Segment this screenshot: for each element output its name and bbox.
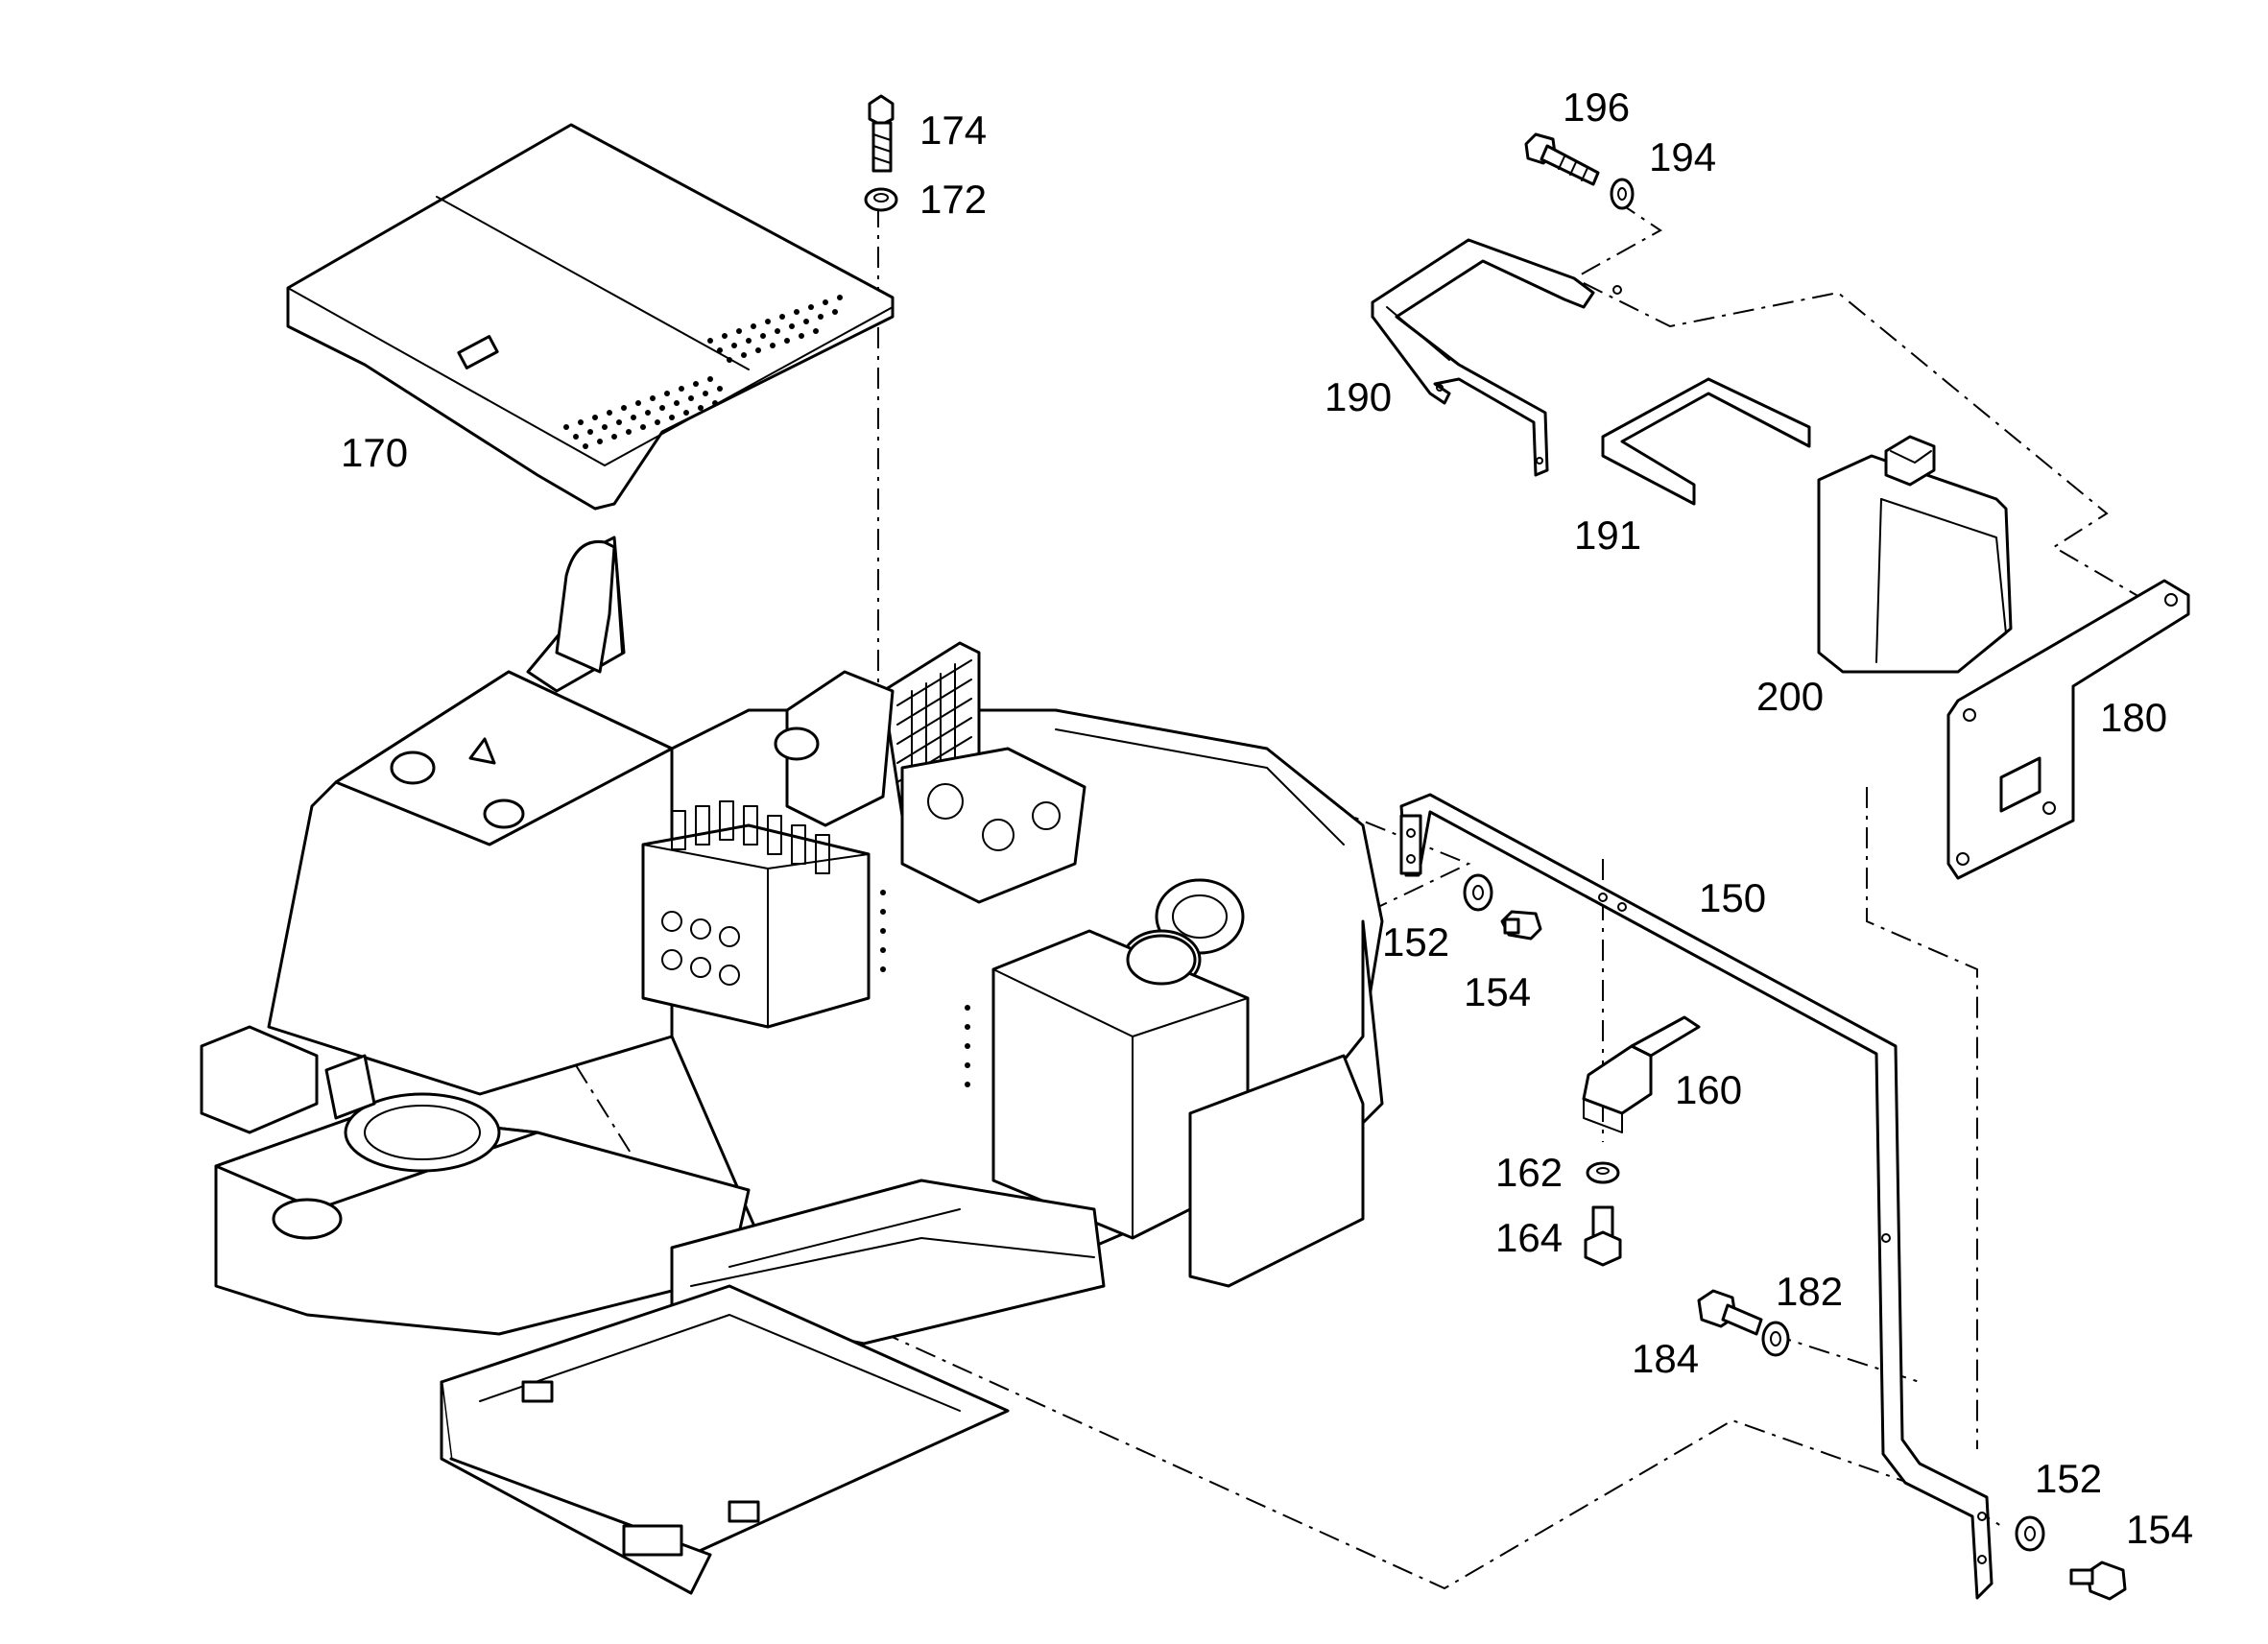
washer-part-152-upper — [1463, 873, 1493, 912]
callout-200: 200 — [1756, 674, 1824, 719]
bolt-part-196 — [1524, 132, 1600, 186]
callout-172: 172 — [919, 177, 987, 222]
bolt-part-174 — [868, 94, 895, 173]
callout-182: 182 — [1776, 1269, 1843, 1314]
bolt-part-164 — [1584, 1205, 1622, 1267]
bolt-part-154-lower — [2069, 1561, 2127, 1601]
callout-184: 184 — [1632, 1336, 1699, 1381]
valve-fittings — [661, 800, 830, 986]
tank-part-200 — [1817, 435, 2013, 674]
callout-160: 160 — [1675, 1067, 1742, 1112]
bolt-part-184 — [1697, 1289, 1763, 1336]
callout-174: 174 — [919, 107, 987, 153]
cover-vent-holes — [563, 295, 843, 449]
bracket-part-190 — [1371, 238, 1622, 477]
callout-180: 180 — [2100, 695, 2167, 740]
radiator-grille-lines — [896, 659, 972, 807]
rod-part-150 — [1399, 793, 1993, 1600]
washer-part-162 — [1586, 1161, 1620, 1184]
callout-154-lower: 154 — [2126, 1507, 2193, 1552]
callout-150: 150 — [1699, 875, 1766, 920]
callout-162: 162 — [1495, 1150, 1563, 1195]
strap-part-191 — [1601, 377, 1811, 506]
callout-152-upper: 152 — [1382, 919, 1449, 965]
callout-labels: 174 172 170 196 194 190 191 200 180 150 … — [341, 84, 2193, 1552]
callout-164: 164 — [1495, 1215, 1563, 1260]
washer-part-194 — [1610, 178, 1635, 210]
callout-196: 196 — [1563, 84, 1630, 130]
washer-part-172 — [864, 187, 898, 212]
machine-frame — [200, 536, 1384, 1595]
washer-part-182 — [1761, 1321, 1790, 1357]
plate-part-180 — [1946, 579, 2190, 880]
callout-154-upper: 154 — [1464, 969, 1531, 1014]
callout-170: 170 — [341, 430, 408, 475]
callout-190: 190 — [1325, 374, 1392, 419]
bracket-part-160 — [1582, 1015, 1701, 1133]
washer-part-152-lower — [2015, 1515, 2045, 1552]
tank-fastener-dots — [880, 890, 970, 1087]
top-cover-part-170 — [286, 123, 895, 511]
callout-191: 191 — [1574, 512, 1641, 558]
callout-194: 194 — [1649, 134, 1716, 179]
bolt-part-154-upper — [1500, 910, 1542, 941]
callout-152-lower: 152 — [2035, 1456, 2102, 1501]
